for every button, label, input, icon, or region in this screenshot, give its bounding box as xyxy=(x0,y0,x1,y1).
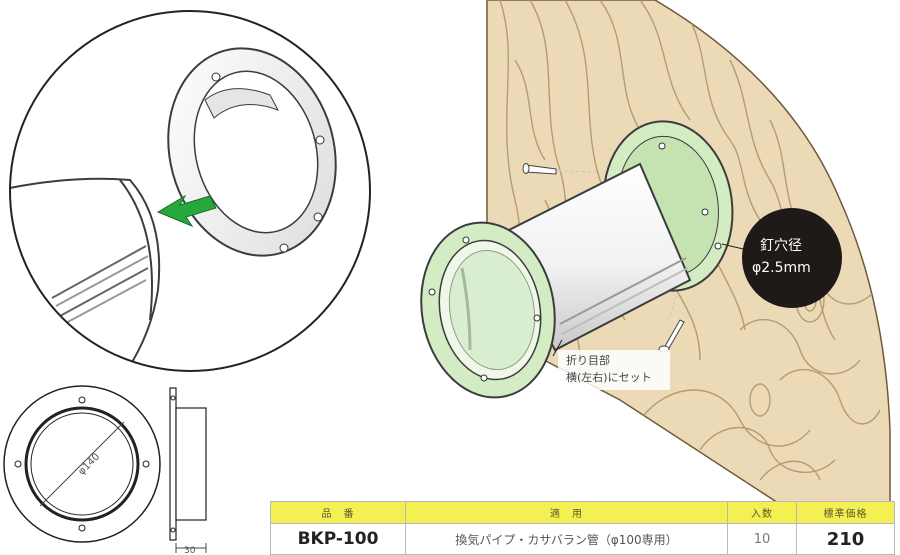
fold-label-1: 折り目部 xyxy=(566,353,610,367)
header-use: 適 用 xyxy=(405,501,728,524)
fold-callout: 折り目部 横(左右)にセット xyxy=(552,339,670,390)
cell-use: 換気パイプ・カサバラン管（φ100専用） xyxy=(405,523,728,555)
pipe-end xyxy=(10,177,161,371)
nail-hole-badge xyxy=(742,208,842,308)
header-qty: 入数 xyxy=(727,501,797,524)
cell-qty: 10 xyxy=(727,523,797,555)
header-model: 品 番 xyxy=(270,501,406,524)
nail-hole-label-2: φ2.5mm xyxy=(752,260,811,276)
vent-pipe-assembly xyxy=(420,120,734,399)
table-row: BKP-100 換気パイプ・カサバラン管（φ100専用） 10 210 xyxy=(270,523,895,555)
side-view-drawing: 30 xyxy=(169,387,207,553)
header-price: 標準価格 xyxy=(796,501,895,524)
cell-model: BKP-100 xyxy=(270,523,406,555)
insert-arrow-icon xyxy=(156,194,217,228)
nail-top xyxy=(522,163,601,175)
nail-hole-callout: 釘穴径 φ2.5mm xyxy=(721,208,842,308)
spec-table-header: 品 番 適 用 入数 標準価格 xyxy=(270,501,895,524)
front-view-drawing: φ140 xyxy=(3,385,161,543)
spec-table: 品 番 適 用 入数 標準価格 BKP-100 換気パイプ・カサバラン管（φ10… xyxy=(270,501,895,555)
fold-label-2: 横(左右)にセット xyxy=(566,370,652,384)
diameter-line xyxy=(39,421,125,507)
cell-price: 210 xyxy=(796,523,895,555)
depth-label: 30 xyxy=(184,546,196,553)
magnified-detail xyxy=(9,10,371,372)
nail-hole-label-1: 釘穴径 xyxy=(760,237,802,254)
